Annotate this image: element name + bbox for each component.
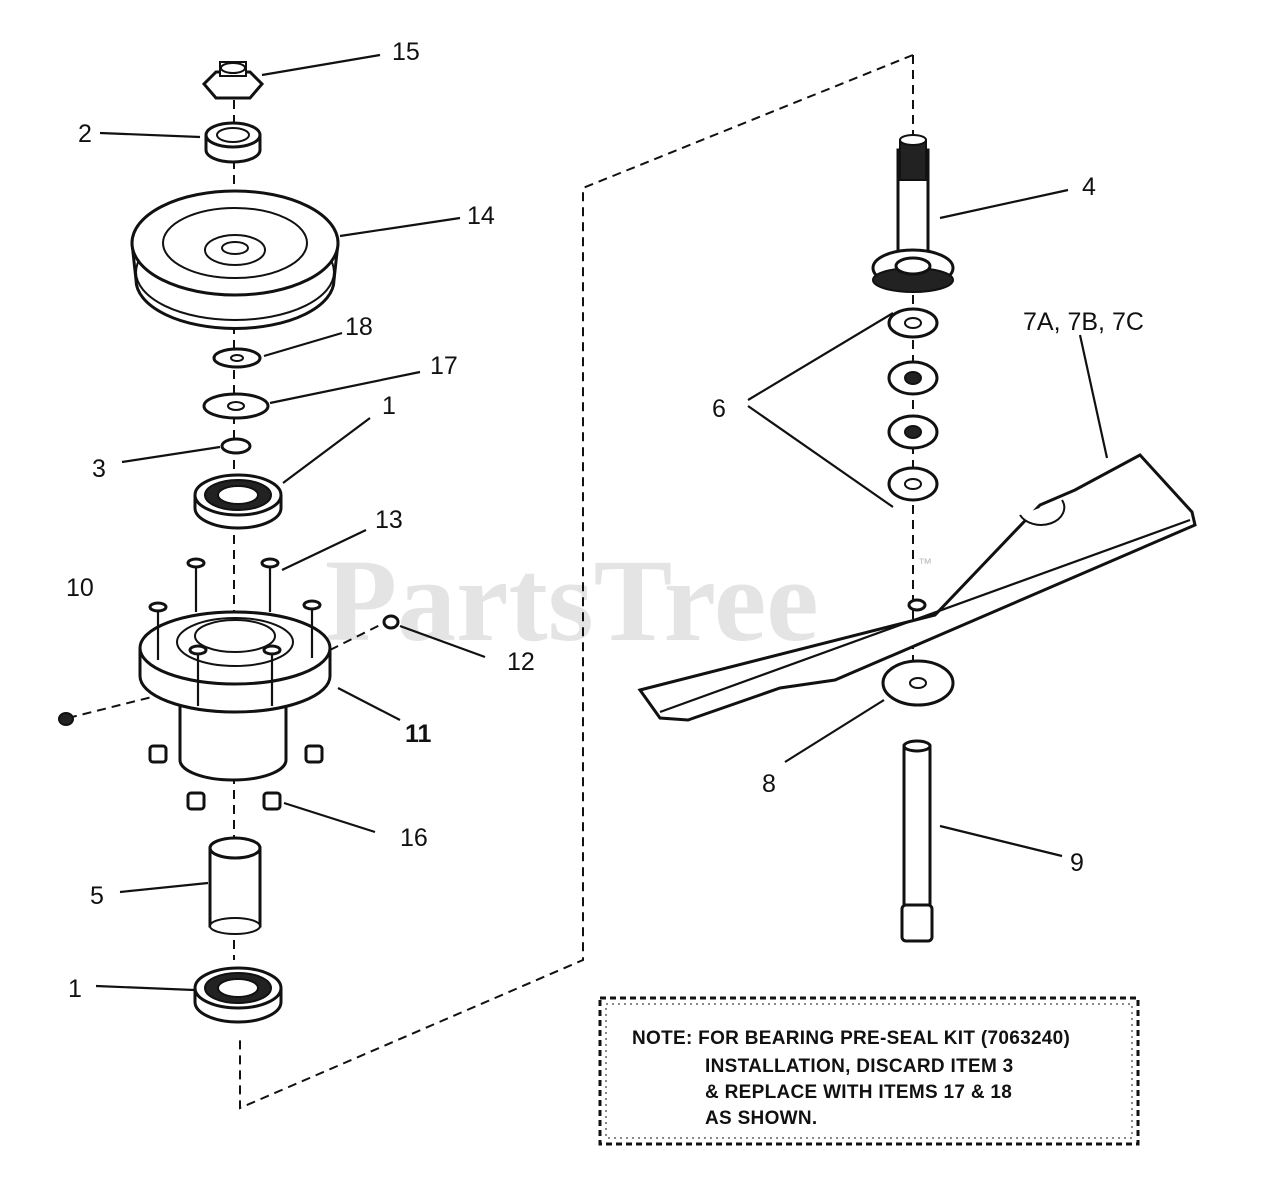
callout-17: 17 <box>430 352 458 380</box>
note-line-1: NOTE: FOR BEARING PRE-SEAL KIT (7063240) <box>632 1028 1070 1049</box>
callout-18: 18 <box>345 313 373 341</box>
washer-17 <box>202 392 270 420</box>
bearing-1-bottom <box>193 966 283 1024</box>
callout-14: 14 <box>467 202 495 230</box>
note-line-4: AS SHOWN. <box>705 1108 817 1129</box>
spacers-6 <box>887 307 939 502</box>
blade-7 <box>637 453 1197 722</box>
callout-8: 8 <box>762 770 776 798</box>
callout-3: 3 <box>92 455 106 483</box>
callout-11: 11 <box>405 720 432 748</box>
note-line-3: & REPLACE WITH ITEMS 17 & 18 <box>705 1082 1012 1103</box>
washer-18 <box>212 347 262 369</box>
leader-lines <box>95 53 1109 992</box>
pulley-14 <box>130 189 340 330</box>
callout-10: 10 <box>66 574 94 602</box>
bolts-13 <box>148 557 322 706</box>
plug-10 <box>58 712 74 726</box>
callout-7abc: 7A, 7B, 7C <box>1023 308 1144 336</box>
note-box: NOTE: FOR BEARING PRE-SEAL KIT (7063240)… <box>598 996 1140 1146</box>
washer-8 <box>881 659 955 707</box>
nuts-16 <box>148 744 324 811</box>
callout-2: 2 <box>78 120 92 148</box>
bolt-9 <box>900 739 934 943</box>
callout-15: 15 <box>392 38 420 66</box>
callout-6: 6 <box>712 395 726 423</box>
callout-12: 12 <box>507 648 535 676</box>
callout-1-bottom: 1 <box>68 975 82 1003</box>
grease-fitting-12 <box>382 614 400 630</box>
retaining-ring-3 <box>220 437 252 455</box>
callout-16: 16 <box>400 824 428 852</box>
note-line-2: INSTALLATION, DISCARD ITEM 3 <box>705 1056 1014 1077</box>
spacer-2 <box>204 121 262 164</box>
watermark: PartsTree <box>325 535 819 666</box>
callout-1-top: 1 <box>382 392 396 420</box>
callout-9: 9 <box>1070 849 1084 877</box>
spacer-tube-5 <box>208 836 262 935</box>
watermark-tm: ™ <box>918 555 932 571</box>
callout-5: 5 <box>90 882 104 910</box>
nut-15 <box>201 61 265 100</box>
callout-13: 13 <box>375 506 403 534</box>
callout-4: 4 <box>1082 173 1096 201</box>
bearing-1-top <box>193 473 283 530</box>
spindle-shaft-4 <box>871 134 955 293</box>
callouts: 15 2 14 18 17 1 3 13 10 12 11 16 5 1 4 7… <box>66 38 1144 1003</box>
hub-housing-11 <box>138 610 332 782</box>
